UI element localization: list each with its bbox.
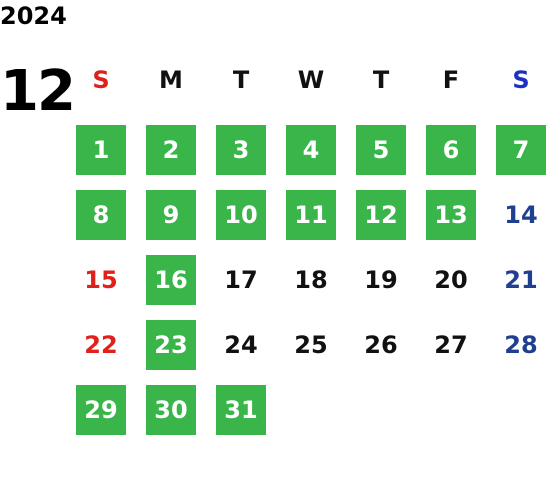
- calendar-day-22[interactable]: 22: [84, 331, 118, 359]
- calendar-day-11[interactable]: 11: [286, 190, 336, 240]
- calendar-day-16[interactable]: 16: [146, 255, 196, 305]
- calendar-day-17[interactable]: 17: [224, 266, 258, 294]
- calendar-day-18[interactable]: 18: [294, 266, 328, 294]
- weekday-label-thu: T: [372, 66, 390, 94]
- weekday-label-wed: W: [297, 66, 325, 94]
- calendar-day-14[interactable]: 14: [504, 201, 538, 229]
- calendar-day-4[interactable]: 4: [286, 125, 336, 175]
- calendar-day-27[interactable]: 27: [434, 331, 468, 359]
- calendar-day-25[interactable]: 25: [294, 331, 328, 359]
- calendar-day-29[interactable]: 29: [76, 385, 126, 435]
- calendar-day-10[interactable]: 10: [216, 190, 266, 240]
- calendar-day-5[interactable]: 5: [356, 125, 406, 175]
- calendar-year: 2024: [0, 2, 67, 30]
- calendar-day-24[interactable]: 24: [224, 331, 258, 359]
- weekday-label-mon: M: [159, 66, 183, 94]
- calendar-day-30[interactable]: 30: [146, 385, 196, 435]
- calendar-day-21[interactable]: 21: [504, 266, 538, 294]
- calendar-day-3[interactable]: 3: [216, 125, 266, 175]
- calendar-day-8[interactable]: 8: [76, 190, 126, 240]
- calendar-day-6[interactable]: 6: [426, 125, 476, 175]
- calendar-day-13[interactable]: 13: [426, 190, 476, 240]
- calendar-day-12[interactable]: 12: [356, 190, 406, 240]
- weekday-label-fri: F: [442, 66, 460, 94]
- weekday-label-sun: S: [92, 66, 110, 94]
- calendar-day-9[interactable]: 9: [146, 190, 196, 240]
- calendar-day-31[interactable]: 31: [216, 385, 266, 435]
- calendar-day-2[interactable]: 2: [146, 125, 196, 175]
- weekday-label-tue: T: [232, 66, 250, 94]
- weekday-label-sat: S: [512, 66, 530, 94]
- calendar-month: 12: [0, 59, 76, 124]
- calendar-day-20[interactable]: 20: [434, 266, 468, 294]
- calendar-day-7[interactable]: 7: [496, 125, 546, 175]
- calendar-day-1[interactable]: 1: [76, 125, 126, 175]
- calendar-day-23[interactable]: 23: [146, 320, 196, 370]
- calendar-day-19[interactable]: 19: [364, 266, 398, 294]
- calendar-day-26[interactable]: 26: [364, 331, 398, 359]
- calendar-day-15[interactable]: 15: [84, 266, 118, 294]
- calendar-day-28[interactable]: 28: [504, 331, 538, 359]
